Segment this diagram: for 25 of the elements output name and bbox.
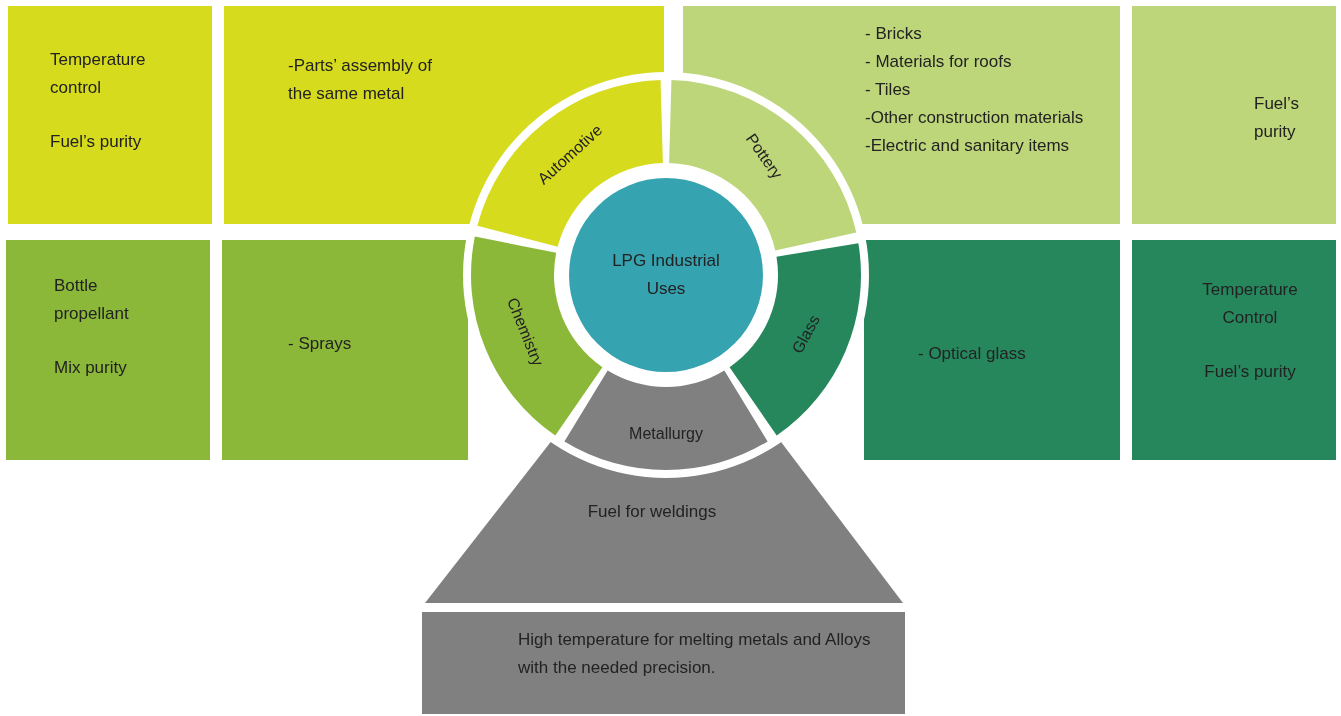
panel-text: Temperature control xyxy=(50,49,147,99)
panel-text: - Bricks xyxy=(865,23,923,45)
panel-text: - Materials for roofs xyxy=(865,51,1013,73)
info-panel xyxy=(422,612,905,714)
panel-text: Mix purity xyxy=(54,357,128,379)
panel-text: Fuel’s purity xyxy=(50,131,143,153)
panel-text: Fuel’s purity xyxy=(1254,93,1301,143)
panel-text: -Parts’ assembly of the same metal xyxy=(288,55,433,105)
panel-text: -Electric and sanitary items xyxy=(865,135,1071,157)
panel-text: Temperature Control xyxy=(1201,279,1299,329)
panel-text: Bottle propellant xyxy=(54,275,130,325)
panel-text: - Optical glass xyxy=(918,343,1027,365)
info-panel xyxy=(8,6,212,224)
info-panel xyxy=(222,240,468,460)
panel-text: Fuel’s purity xyxy=(1203,361,1297,383)
panel-text: High temperature for melting metals and Alloys with the needed precision. xyxy=(518,629,872,679)
panel-text: - Sprays xyxy=(288,333,353,355)
info-panel xyxy=(864,240,1120,460)
ring-segment: Metallurgy xyxy=(564,370,768,470)
info-panel xyxy=(6,240,210,460)
panel-text: -Other construction materials xyxy=(865,107,1085,129)
panel-text: - Tiles xyxy=(865,79,912,101)
info-panel xyxy=(1132,240,1336,460)
ring-segment: Glass xyxy=(729,243,861,436)
info-panel xyxy=(1132,6,1336,224)
